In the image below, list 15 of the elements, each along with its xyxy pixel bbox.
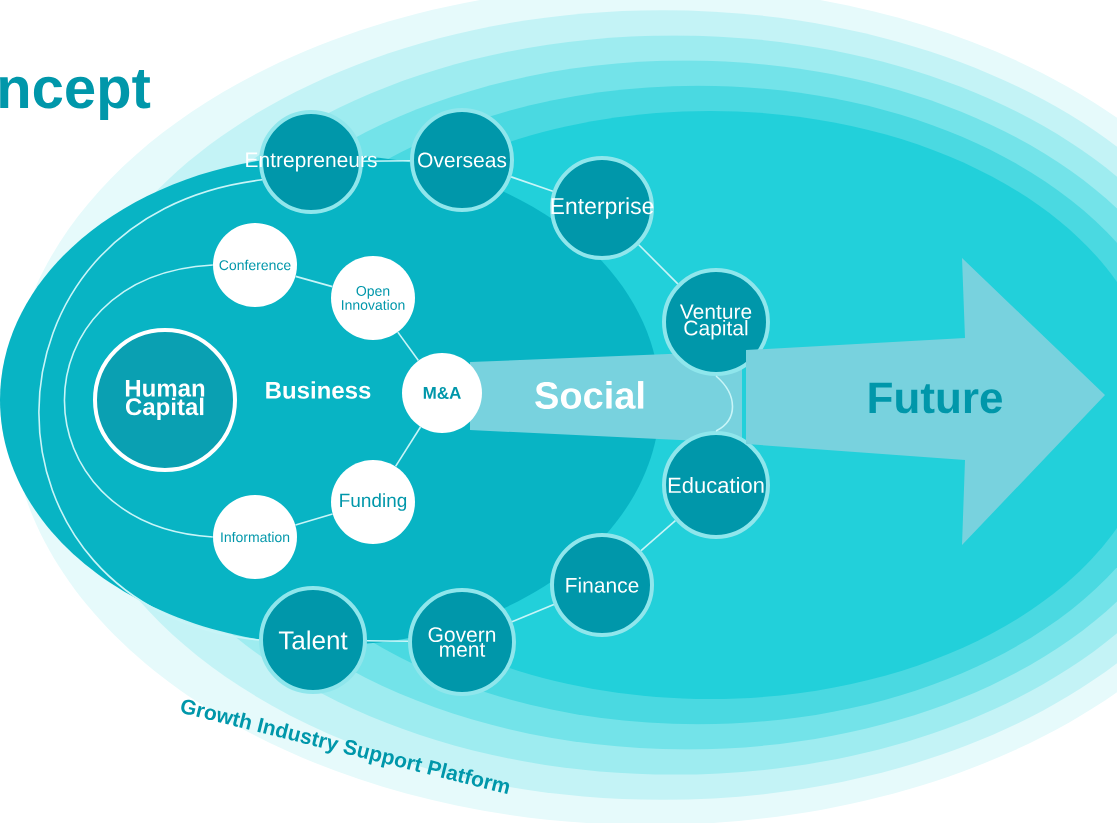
connector-line <box>294 513 334 526</box>
connector-line <box>510 176 554 192</box>
connector-line <box>511 603 555 623</box>
connector-line <box>38 179 263 641</box>
connector-line <box>715 375 734 432</box>
connector-line <box>638 244 679 285</box>
connector-line <box>63 264 214 538</box>
section-label: Social <box>535 381 644 409</box>
connector-line <box>366 639 409 643</box>
connector-line <box>294 275 334 288</box>
connector-line <box>397 331 420 362</box>
connector-line <box>640 519 677 552</box>
connector-line <box>394 426 422 468</box>
title: ncept <box>0 70 151 120</box>
section-label: Business <box>266 381 371 399</box>
